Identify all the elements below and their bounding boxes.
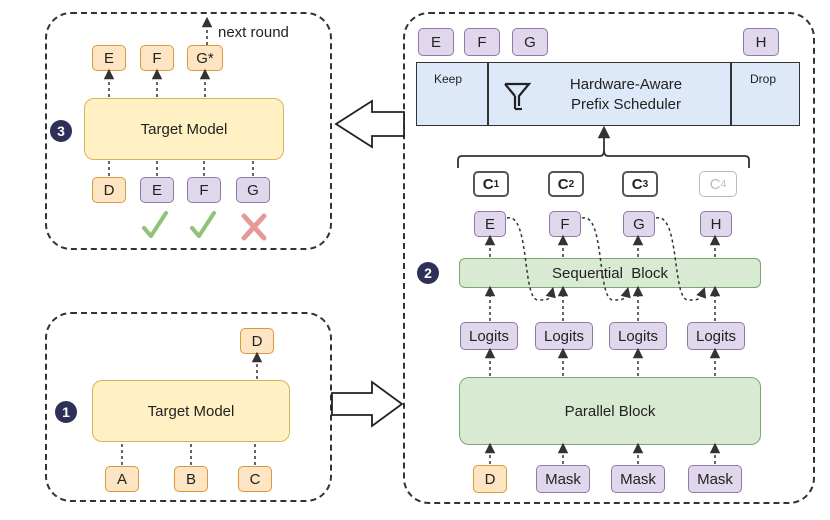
p2-input-mask-1: Mask xyxy=(536,465,590,493)
next-round-label: next round xyxy=(218,24,289,41)
scheduler-title-line2: Prefix Scheduler xyxy=(570,96,682,113)
p1-input-c: C xyxy=(238,466,272,492)
p2-token-h: H xyxy=(700,211,732,237)
p1-input-a: A xyxy=(105,466,139,492)
p2-feedback-g-to-logits4 xyxy=(655,217,707,301)
arrow-panel1-to-panel2 xyxy=(331,380,404,428)
parallel-block: Parallel Block xyxy=(459,377,761,445)
logits-1: Logits xyxy=(460,322,518,350)
step-3-badge: 3 xyxy=(50,120,72,142)
logits-4: Logits xyxy=(687,322,745,350)
p3-input-d: D xyxy=(92,177,126,203)
p2-top-token-g: G xyxy=(512,28,548,56)
scheduler-keep-label: Keep xyxy=(434,72,463,86)
p3-target-model: Target Model xyxy=(84,98,284,160)
p2-input-mask-3: Mask xyxy=(688,465,742,493)
p2-token-g: G xyxy=(623,211,655,237)
chunk-bracket xyxy=(457,149,750,168)
drafting-panel xyxy=(403,12,815,504)
p3-output-f: F xyxy=(140,45,174,71)
logits-3: Logits xyxy=(609,322,667,350)
p2-top-token-f: F xyxy=(464,28,500,56)
p2-token-e: E xyxy=(474,211,506,237)
p3-input-e: E xyxy=(140,177,174,203)
p1-target-model: Target Model xyxy=(92,380,290,442)
scheduler-drop-label: Drop xyxy=(750,72,777,86)
prefix-scheduler xyxy=(416,62,800,126)
check-icon-f xyxy=(190,211,216,238)
sequential-block: Sequential Block xyxy=(459,258,761,288)
p2-top-token-e: E xyxy=(418,28,454,56)
p2-token-f: F xyxy=(549,211,581,237)
step-2-badge: 2 xyxy=(417,262,439,284)
arrow-panel2-to-panel3 xyxy=(334,99,405,149)
step-1-badge: 1 xyxy=(55,401,77,423)
p2-feedback-f-to-logits3 xyxy=(581,217,631,301)
p2-input-d: D xyxy=(473,465,507,493)
check-icon-e xyxy=(142,211,168,238)
p2-top-token-h: H xyxy=(743,28,779,56)
scheduler-title-line1: Hardware-Aware xyxy=(569,76,683,93)
p3-input-f: F xyxy=(187,177,221,203)
p1-input-b: B xyxy=(174,466,208,492)
p3-output-e: E xyxy=(92,45,126,71)
logits-2: Logits xyxy=(535,322,593,350)
scheduler-divider-left xyxy=(487,62,489,126)
filter-funnel-icon xyxy=(504,82,532,111)
p2-feedback-e-to-logits2 xyxy=(506,217,556,301)
p3-input-g: G xyxy=(236,177,270,203)
verification-panel xyxy=(45,12,332,250)
scheduler-divider-right xyxy=(730,62,732,126)
cross-icon-g xyxy=(241,213,267,241)
draft-panel xyxy=(45,312,332,502)
p2-input-mask-2: Mask xyxy=(611,465,665,493)
